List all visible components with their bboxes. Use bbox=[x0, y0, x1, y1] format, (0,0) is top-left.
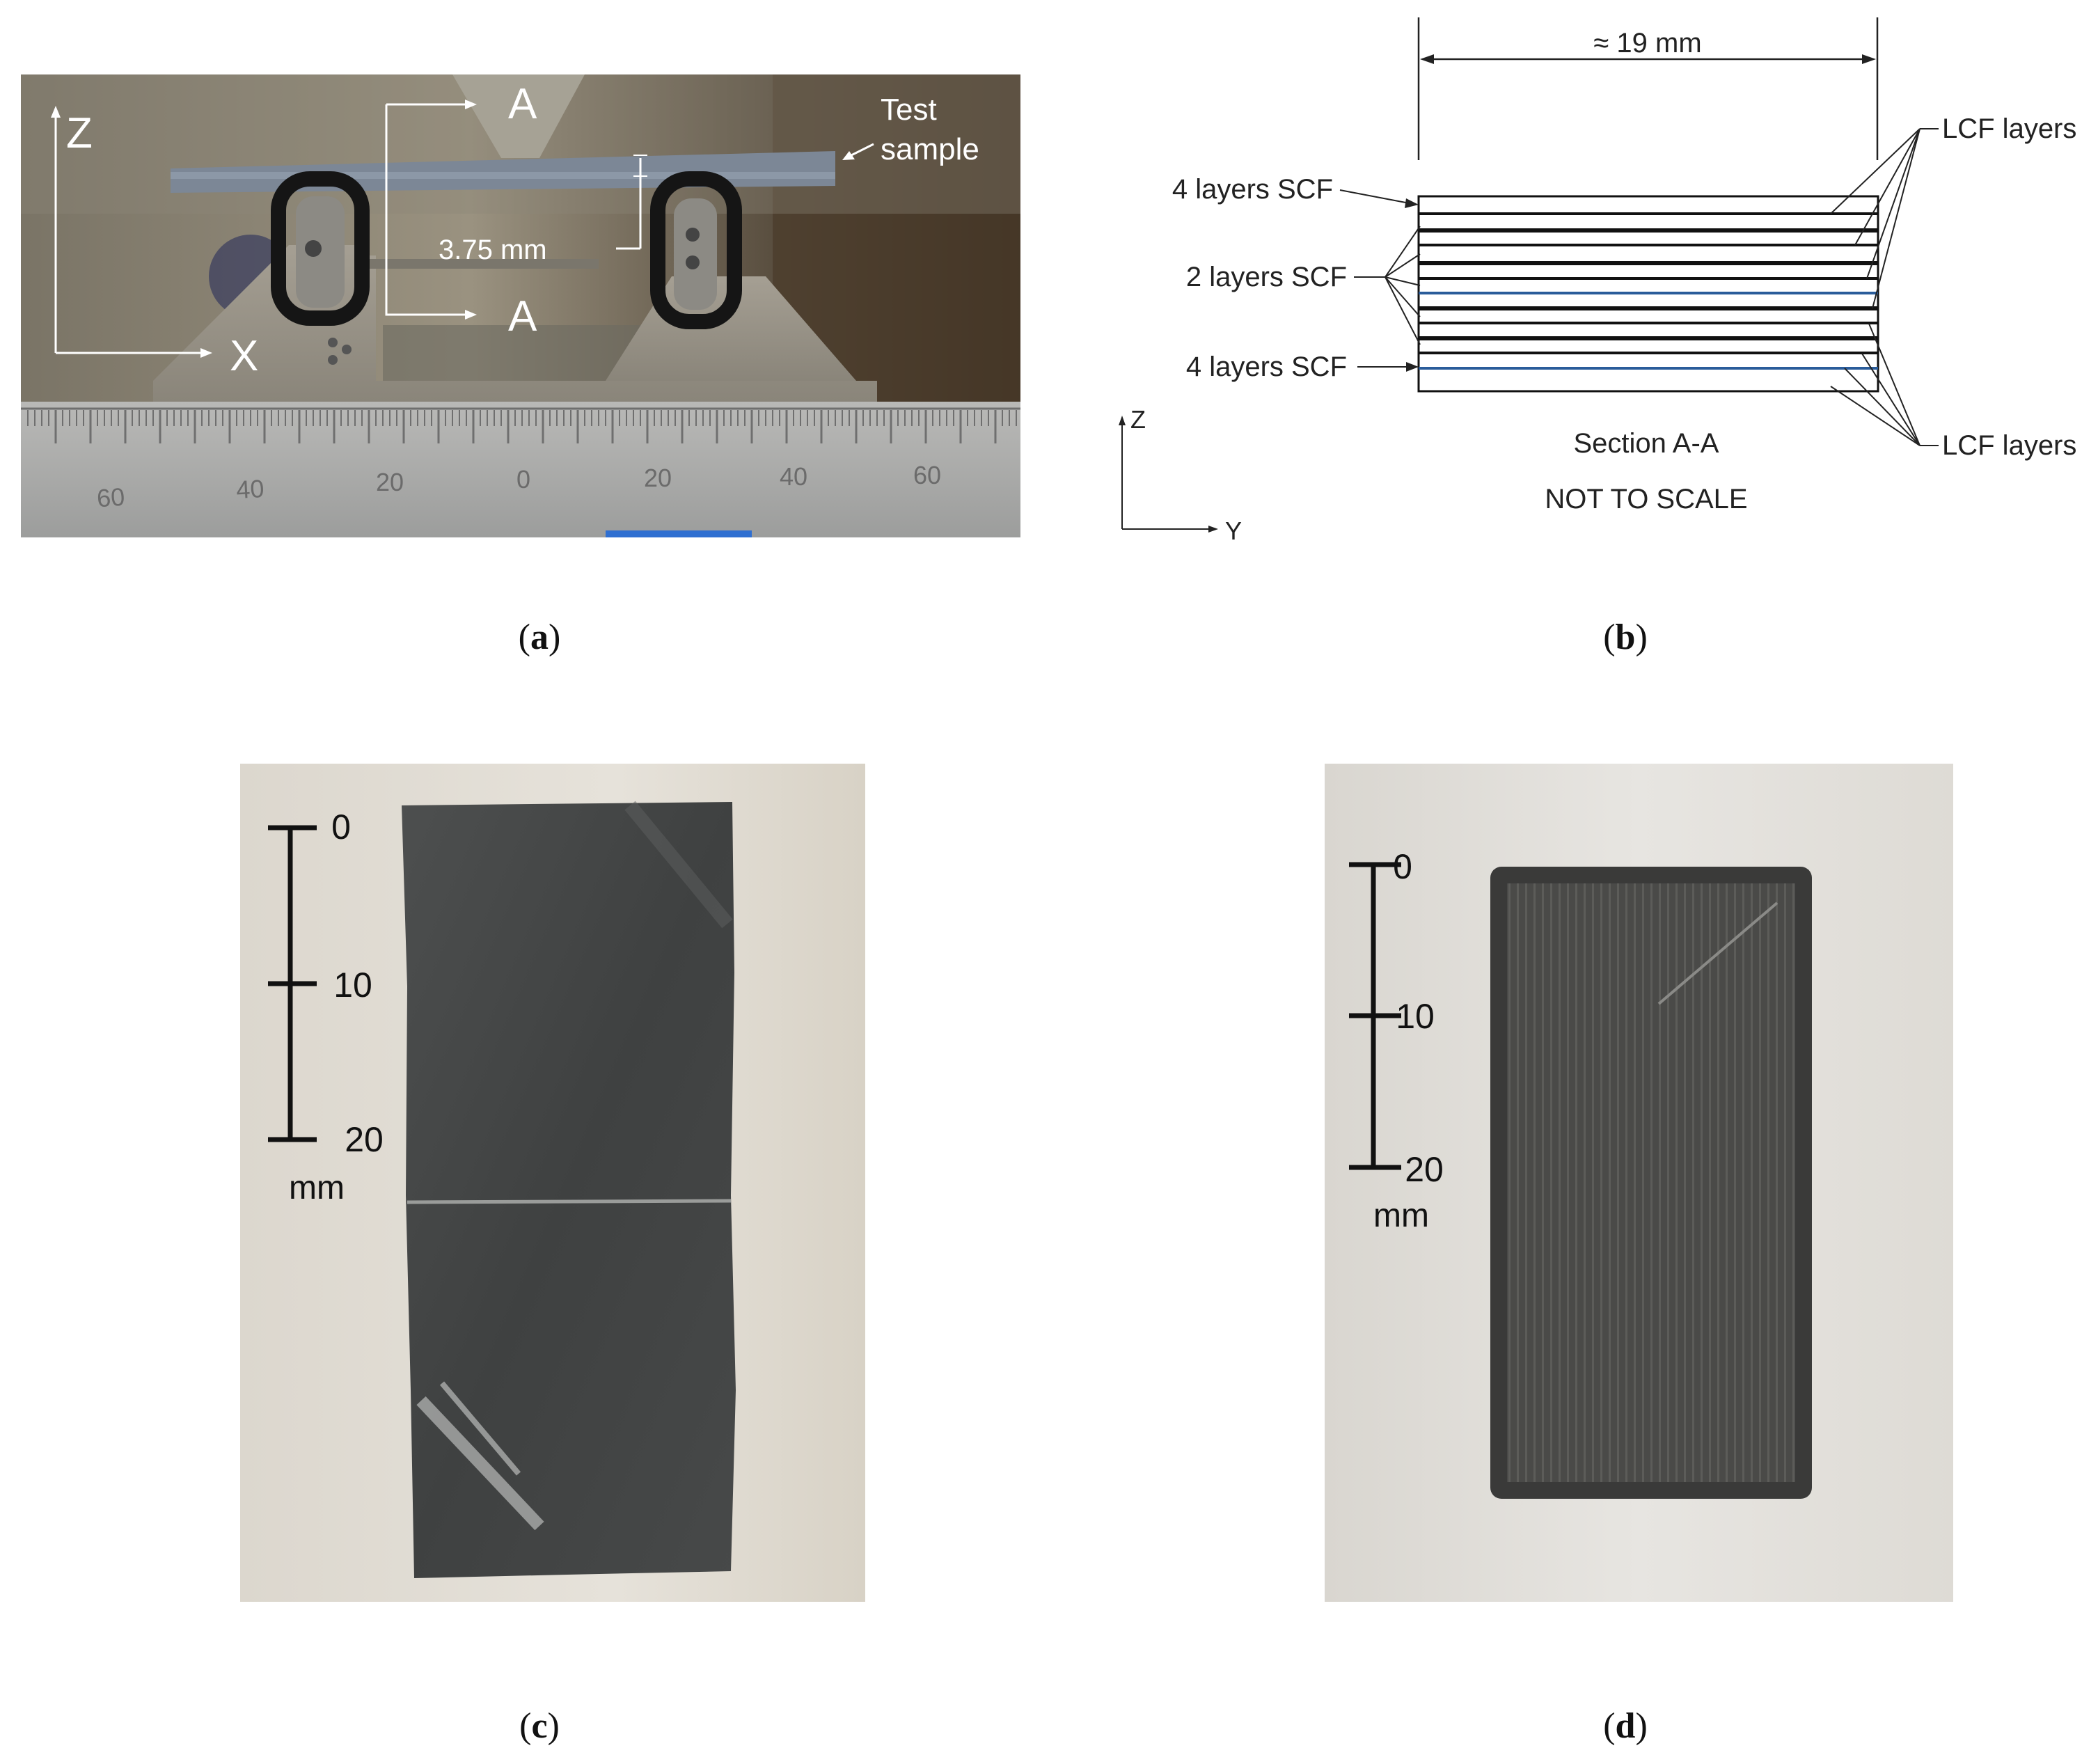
scale-tick-10: 10 bbox=[333, 966, 372, 1005]
scale-tick-20: 20 bbox=[345, 1120, 384, 1159]
ruler-tick-label: 20 bbox=[644, 464, 672, 492]
axis-z-label: Z bbox=[66, 109, 93, 157]
scale-tick-0: 0 bbox=[1393, 847, 1412, 886]
ruler-tick-label: 60 bbox=[96, 482, 126, 513]
scale-tick-10: 10 bbox=[1396, 997, 1435, 1036]
section-a-top-label: A bbox=[508, 80, 537, 128]
panel-a: 60 40 20 0 20 40 60 Z X A A bbox=[21, 74, 1020, 537]
fractured-sample bbox=[402, 802, 736, 1578]
panel-b: ≈ 19 mm LC bbox=[1107, 10, 2095, 560]
scf-middle-label: 2 layers SCF bbox=[1186, 262, 1347, 292]
ruler-tick-label: 40 bbox=[235, 474, 265, 504]
section-line bbox=[385, 104, 466, 316]
sample-d-photo: 0 10 20 mm bbox=[1325, 764, 1953, 1602]
sample-c-photo: 0 10 20 mm bbox=[240, 764, 865, 1602]
caption-c: (c) bbox=[519, 1706, 560, 1746]
scale-unit: mm bbox=[289, 1170, 345, 1206]
ruler-tick-label: 60 bbox=[913, 461, 941, 489]
section-a-bottom-label: A bbox=[508, 292, 537, 340]
scf-bottom-label: 4 layers SCF bbox=[1186, 352, 1347, 382]
scale-tick-0: 0 bbox=[331, 808, 351, 846]
caption-a: (a) bbox=[518, 617, 561, 657]
lcf-layers-bottom-label: LCF layers bbox=[1942, 430, 2076, 461]
test-sample-label-line2: sample bbox=[881, 132, 979, 166]
test-sample-label-line1: Test bbox=[881, 93, 937, 127]
caption-d: (d) bbox=[1603, 1706, 1648, 1746]
scale-unit: mm bbox=[1373, 1197, 1429, 1234]
section-note: NOT TO SCALE bbox=[1545, 484, 1747, 514]
laminate-stack bbox=[1417, 195, 1879, 393]
scale-tick-20: 20 bbox=[1405, 1150, 1444, 1189]
axis-y-label-b: Y bbox=[1225, 517, 1242, 545]
ruler-minor-ticks bbox=[27, 410, 1017, 443]
lcf-layers-top-label: LCF layers bbox=[1942, 113, 2076, 144]
section-title: Section A-A bbox=[1573, 428, 1719, 459]
thickness-label: 3.75 mm bbox=[439, 235, 547, 265]
caption-b: (b) bbox=[1603, 617, 1648, 657]
ruler-tick-label: 0 bbox=[516, 465, 530, 494]
axis-z-label-b: Z bbox=[1130, 405, 1146, 434]
panel-d: 0 10 20 mm bbox=[1325, 764, 1953, 1602]
scf-top-label: 4 layers SCF bbox=[1172, 174, 1333, 205]
panel-c: 0 10 20 mm bbox=[240, 764, 865, 1602]
axis-x-label: X bbox=[230, 332, 258, 380]
ruler-tick-label: 40 bbox=[780, 462, 807, 491]
section-diagram: ≈ 19 mm LC bbox=[1119, 17, 2076, 545]
test-setup-photo: 60 40 20 0 20 40 60 Z X A A bbox=[21, 74, 1020, 537]
width-dimension-label: ≈ 19 mm bbox=[1593, 28, 1701, 58]
ruler-tick-label: 20 bbox=[376, 468, 404, 496]
